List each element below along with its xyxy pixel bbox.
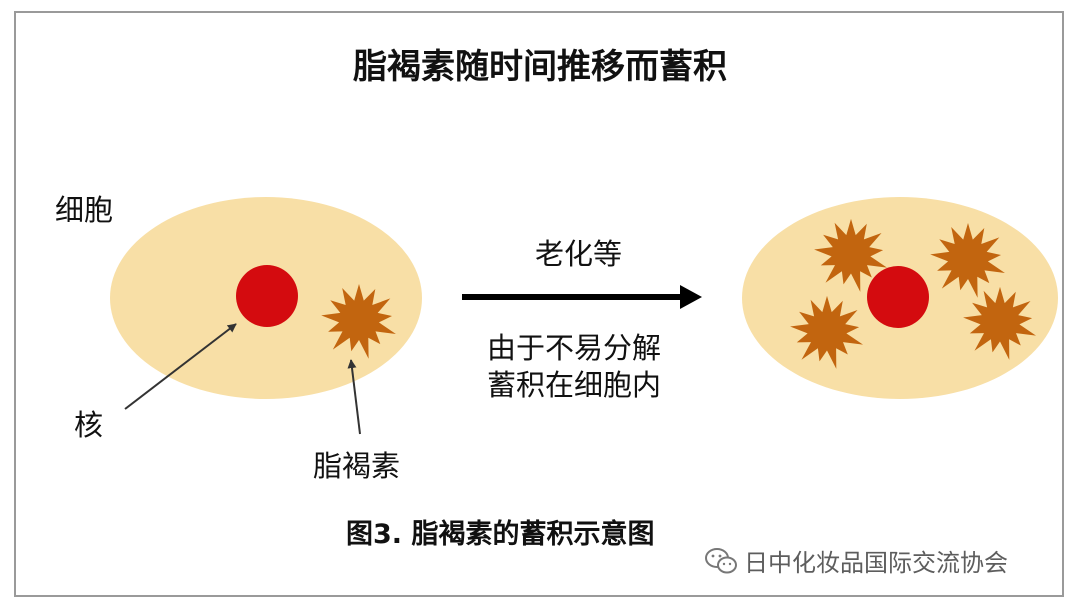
lipofuscin-granule (930, 223, 1005, 298)
lipofuscin-granule (321, 284, 396, 359)
cell-label: 细胞 (55, 193, 114, 227)
lipofuscin-pointer (347, 359, 361, 435)
watermark: 日中化妆品国际交流协会 (704, 543, 1008, 578)
process-arrow-head (680, 285, 702, 309)
description-line: 蓄积在细胞内 (487, 368, 662, 402)
lipofuscin-label: 脂褐素 (313, 449, 401, 483)
figure-frame (14, 11, 1064, 597)
figure-caption: 图3. 脂褐素的蓄积示意图 (346, 519, 655, 550)
nucleus-left (236, 265, 298, 327)
wechat-icon (705, 547, 737, 573)
nucleus-label: 核 (74, 408, 104, 442)
description-line: 由于不易分解 (487, 331, 662, 365)
nucleus-pointer (124, 323, 237, 410)
nucleus-right (867, 266, 929, 328)
accumulation-description: 由于不易分解 蓄积在细胞内 (487, 330, 661, 404)
watermark-text: 日中化妆品国际交流协会 (744, 549, 1008, 577)
lipofuscin-granule (790, 295, 863, 369)
aging-label: 老化等 (535, 237, 623, 271)
figure-title: 脂褐素随时间推移而蓄积 (353, 47, 727, 87)
lipofuscin-granule (963, 286, 1036, 360)
lipofuscin-granule (814, 218, 887, 292)
